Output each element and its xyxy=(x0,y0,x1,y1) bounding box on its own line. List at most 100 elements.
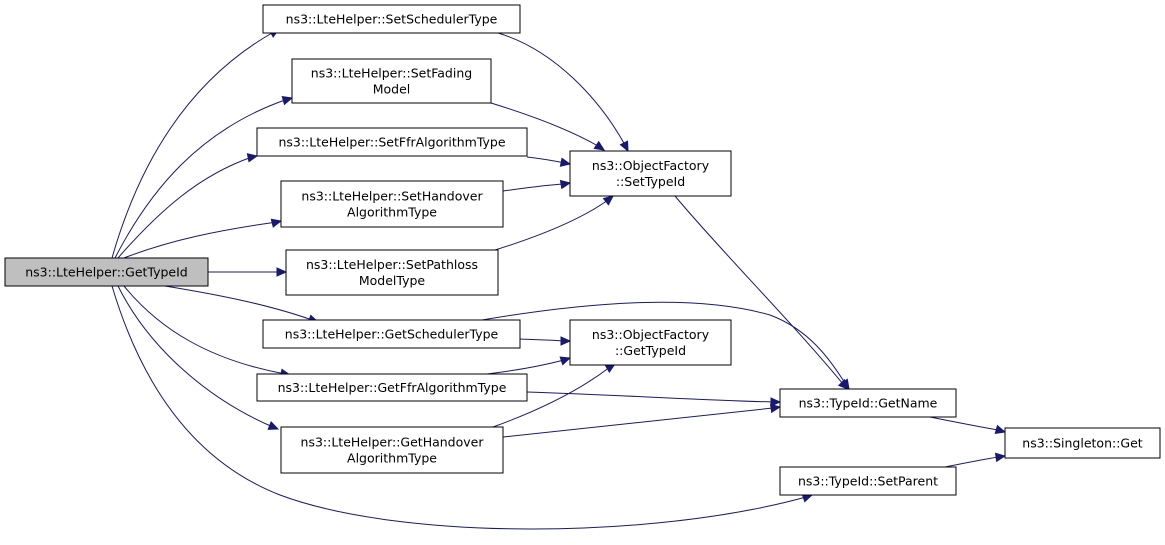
arrowhead-icon xyxy=(593,140,606,151)
arrowhead-icon xyxy=(602,195,614,206)
edge-line xyxy=(123,221,278,259)
node-box xyxy=(1004,427,1161,459)
arrowhead-icon xyxy=(559,179,572,190)
node-box xyxy=(779,466,957,496)
node-box xyxy=(280,180,504,228)
arrowhead-icon xyxy=(769,403,782,414)
node-box xyxy=(779,388,957,418)
node-label: ns3::LteHelper::SetHandover xyxy=(301,189,483,204)
edge-getHandover-to-typeIdGetName xyxy=(502,403,782,438)
node-label: ns3::LteHelper::GetFfrAlgorithmType xyxy=(278,380,507,395)
node-label: ns3::LteHelper::SetPathloss xyxy=(306,257,478,272)
node-box xyxy=(291,58,492,104)
node-box xyxy=(569,150,732,197)
node-setScheduler[interactable]: ns3::LteHelper::SetSchedulerType xyxy=(262,4,521,34)
edge-line xyxy=(111,32,273,259)
node-label: Model xyxy=(373,82,411,97)
node-box xyxy=(262,319,521,349)
call-graph-nodes: ns3::LteHelper::GetTypeIdns3::LteHelper:… xyxy=(4,4,1161,496)
arrowhead-icon xyxy=(559,157,572,167)
edge-line xyxy=(526,391,774,403)
edge-root-to-getHandover xyxy=(117,285,280,430)
node-getScheduler[interactable]: ns3::LteHelper::GetSchedulerType xyxy=(262,319,521,349)
arrowhead-icon xyxy=(994,452,1007,463)
node-box xyxy=(569,319,732,366)
edge-line xyxy=(117,285,274,428)
node-label: ns3::LteHelper::SetSchedulerType xyxy=(286,12,498,27)
edge-setPathloss-to-ofSetTypeId xyxy=(494,195,614,251)
edge-line xyxy=(502,407,774,438)
edge-getFfr-to-ofGetTypeId xyxy=(486,356,572,375)
node-ofSetTypeId[interactable]: ns3::ObjectFactory::SetTypeId xyxy=(569,150,732,197)
node-label: AlgorithmType xyxy=(347,451,437,466)
edge-line xyxy=(526,156,566,164)
edge-root-to-setFading xyxy=(114,96,294,259)
edge-line xyxy=(944,456,999,468)
edge-setHandover-to-ofSetTypeId xyxy=(502,179,572,192)
node-box xyxy=(4,257,209,287)
edge-root-to-setScheduler xyxy=(111,28,281,259)
node-label: ns3::Singleton::Get xyxy=(1022,436,1143,451)
arrowhead-icon xyxy=(246,153,259,163)
node-label: ns3::ObjectFactory xyxy=(592,158,710,173)
node-setFfr[interactable]: ns3::LteHelper::SetFfrAlgorithmType xyxy=(256,127,528,157)
node-box xyxy=(262,4,521,34)
arrowhead-icon xyxy=(560,336,572,346)
edge-getScheduler-to-ofGetTypeId xyxy=(519,336,572,346)
node-label: ::SetTypeId xyxy=(616,174,685,189)
node-label: ns3::LteHelper::GetSchedulerType xyxy=(285,327,499,342)
arrowhead-icon xyxy=(559,356,572,366)
node-label: ns3::LteHelper::SetFading xyxy=(311,66,472,81)
node-label: ns3::TypeId::SetParent xyxy=(798,474,938,489)
arrowhead-icon xyxy=(281,96,294,106)
edge-line xyxy=(497,32,626,146)
edge-line xyxy=(490,102,599,147)
node-label: ns3::LteHelper::GetTypeId xyxy=(25,265,188,280)
node-label: ModelType xyxy=(359,273,426,288)
node-label: ns3::TypeId::GetName xyxy=(799,396,938,411)
arrowhead-icon xyxy=(994,424,1007,434)
node-ofGetTypeId[interactable]: ns3::ObjectFactory::GetTypeId xyxy=(569,319,732,366)
edge-line xyxy=(111,285,807,530)
edge-setFfr-to-ofSetTypeId xyxy=(526,156,572,167)
node-root: ns3::LteHelper::GetTypeId xyxy=(4,257,209,287)
arrowhead-icon xyxy=(276,267,288,277)
edge-line xyxy=(494,199,609,251)
edge-root-to-setHandover xyxy=(123,218,283,259)
node-box xyxy=(256,127,528,157)
arrowhead-icon xyxy=(270,218,283,228)
node-getFfr[interactable]: ns3::LteHelper::GetFfrAlgorithmType xyxy=(256,373,528,402)
node-label: AlgorithmType xyxy=(347,205,437,220)
arrowhead-icon xyxy=(770,397,782,407)
node-typeIdSetParent[interactable]: ns3::TypeId::SetParent xyxy=(779,466,957,496)
node-label: ns3::LteHelper::SetFfrAlgorithmType xyxy=(278,135,505,150)
edge-line xyxy=(123,285,286,375)
edge-line xyxy=(486,359,565,375)
node-box xyxy=(256,373,528,402)
node-singletonGet[interactable]: ns3::Singleton::Get xyxy=(1004,427,1161,459)
edge-setFading-to-ofSetTypeId xyxy=(490,102,606,151)
edge-ofSetTypeId-to-typeIdGetName xyxy=(674,195,849,390)
arrowhead-icon xyxy=(837,378,849,390)
node-label: ns3::ObjectFactory xyxy=(592,327,710,342)
node-box xyxy=(285,249,499,296)
edge-line xyxy=(481,301,846,384)
edge-line xyxy=(502,183,565,192)
node-box xyxy=(280,426,504,474)
edge-typeIdSetParent-to-singletonGet xyxy=(944,452,1007,468)
call-graph-edges xyxy=(111,28,1007,530)
edge-getFfr-to-typeIdGetName xyxy=(526,391,782,407)
node-typeIdGetName[interactable]: ns3::TypeId::GetName xyxy=(779,388,957,418)
edge-line xyxy=(117,156,253,259)
node-label: ::GetTypeId xyxy=(615,343,686,358)
edge-line xyxy=(519,338,565,342)
node-label: ns3::LteHelper::GetHandover xyxy=(301,435,485,450)
edge-line xyxy=(164,285,313,321)
edge-line xyxy=(929,416,999,431)
edge-line xyxy=(674,195,844,385)
